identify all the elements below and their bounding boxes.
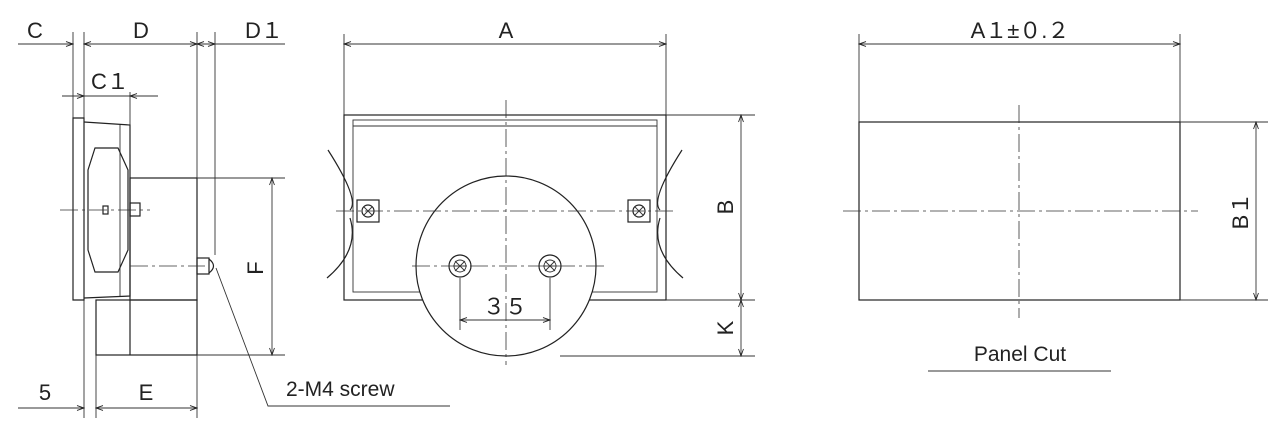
dim-a-label: A	[499, 18, 514, 43]
screw-note: 2-M4 screw	[286, 378, 395, 401]
front-view: A ３５ B K	[326, 18, 755, 365]
dim-b1-label: B１	[1228, 193, 1253, 230]
dim-35-label: ３５	[483, 294, 527, 319]
dim-b-label: B	[713, 200, 738, 215]
dim-5-label: 5	[39, 380, 51, 405]
dim-c1-label: C１	[91, 69, 129, 94]
dim-a1-label: A１±０.２	[971, 18, 1070, 43]
panel-cut-label: Panel Cut	[974, 343, 1066, 366]
panel-cut-view: A１±０.２ B１ Panel Cut	[843, 18, 1268, 372]
dim-f-label: F	[243, 261, 268, 274]
dim-d-label: D	[133, 18, 149, 43]
dim-e-label: E	[139, 380, 154, 405]
dim-k-label: K	[713, 320, 738, 335]
side-view: C D D１ C１ 5 E F 2-M4 screw	[18, 18, 450, 418]
dim-c-label: C	[27, 18, 43, 43]
dim-d1-label: D１	[245, 18, 283, 43]
